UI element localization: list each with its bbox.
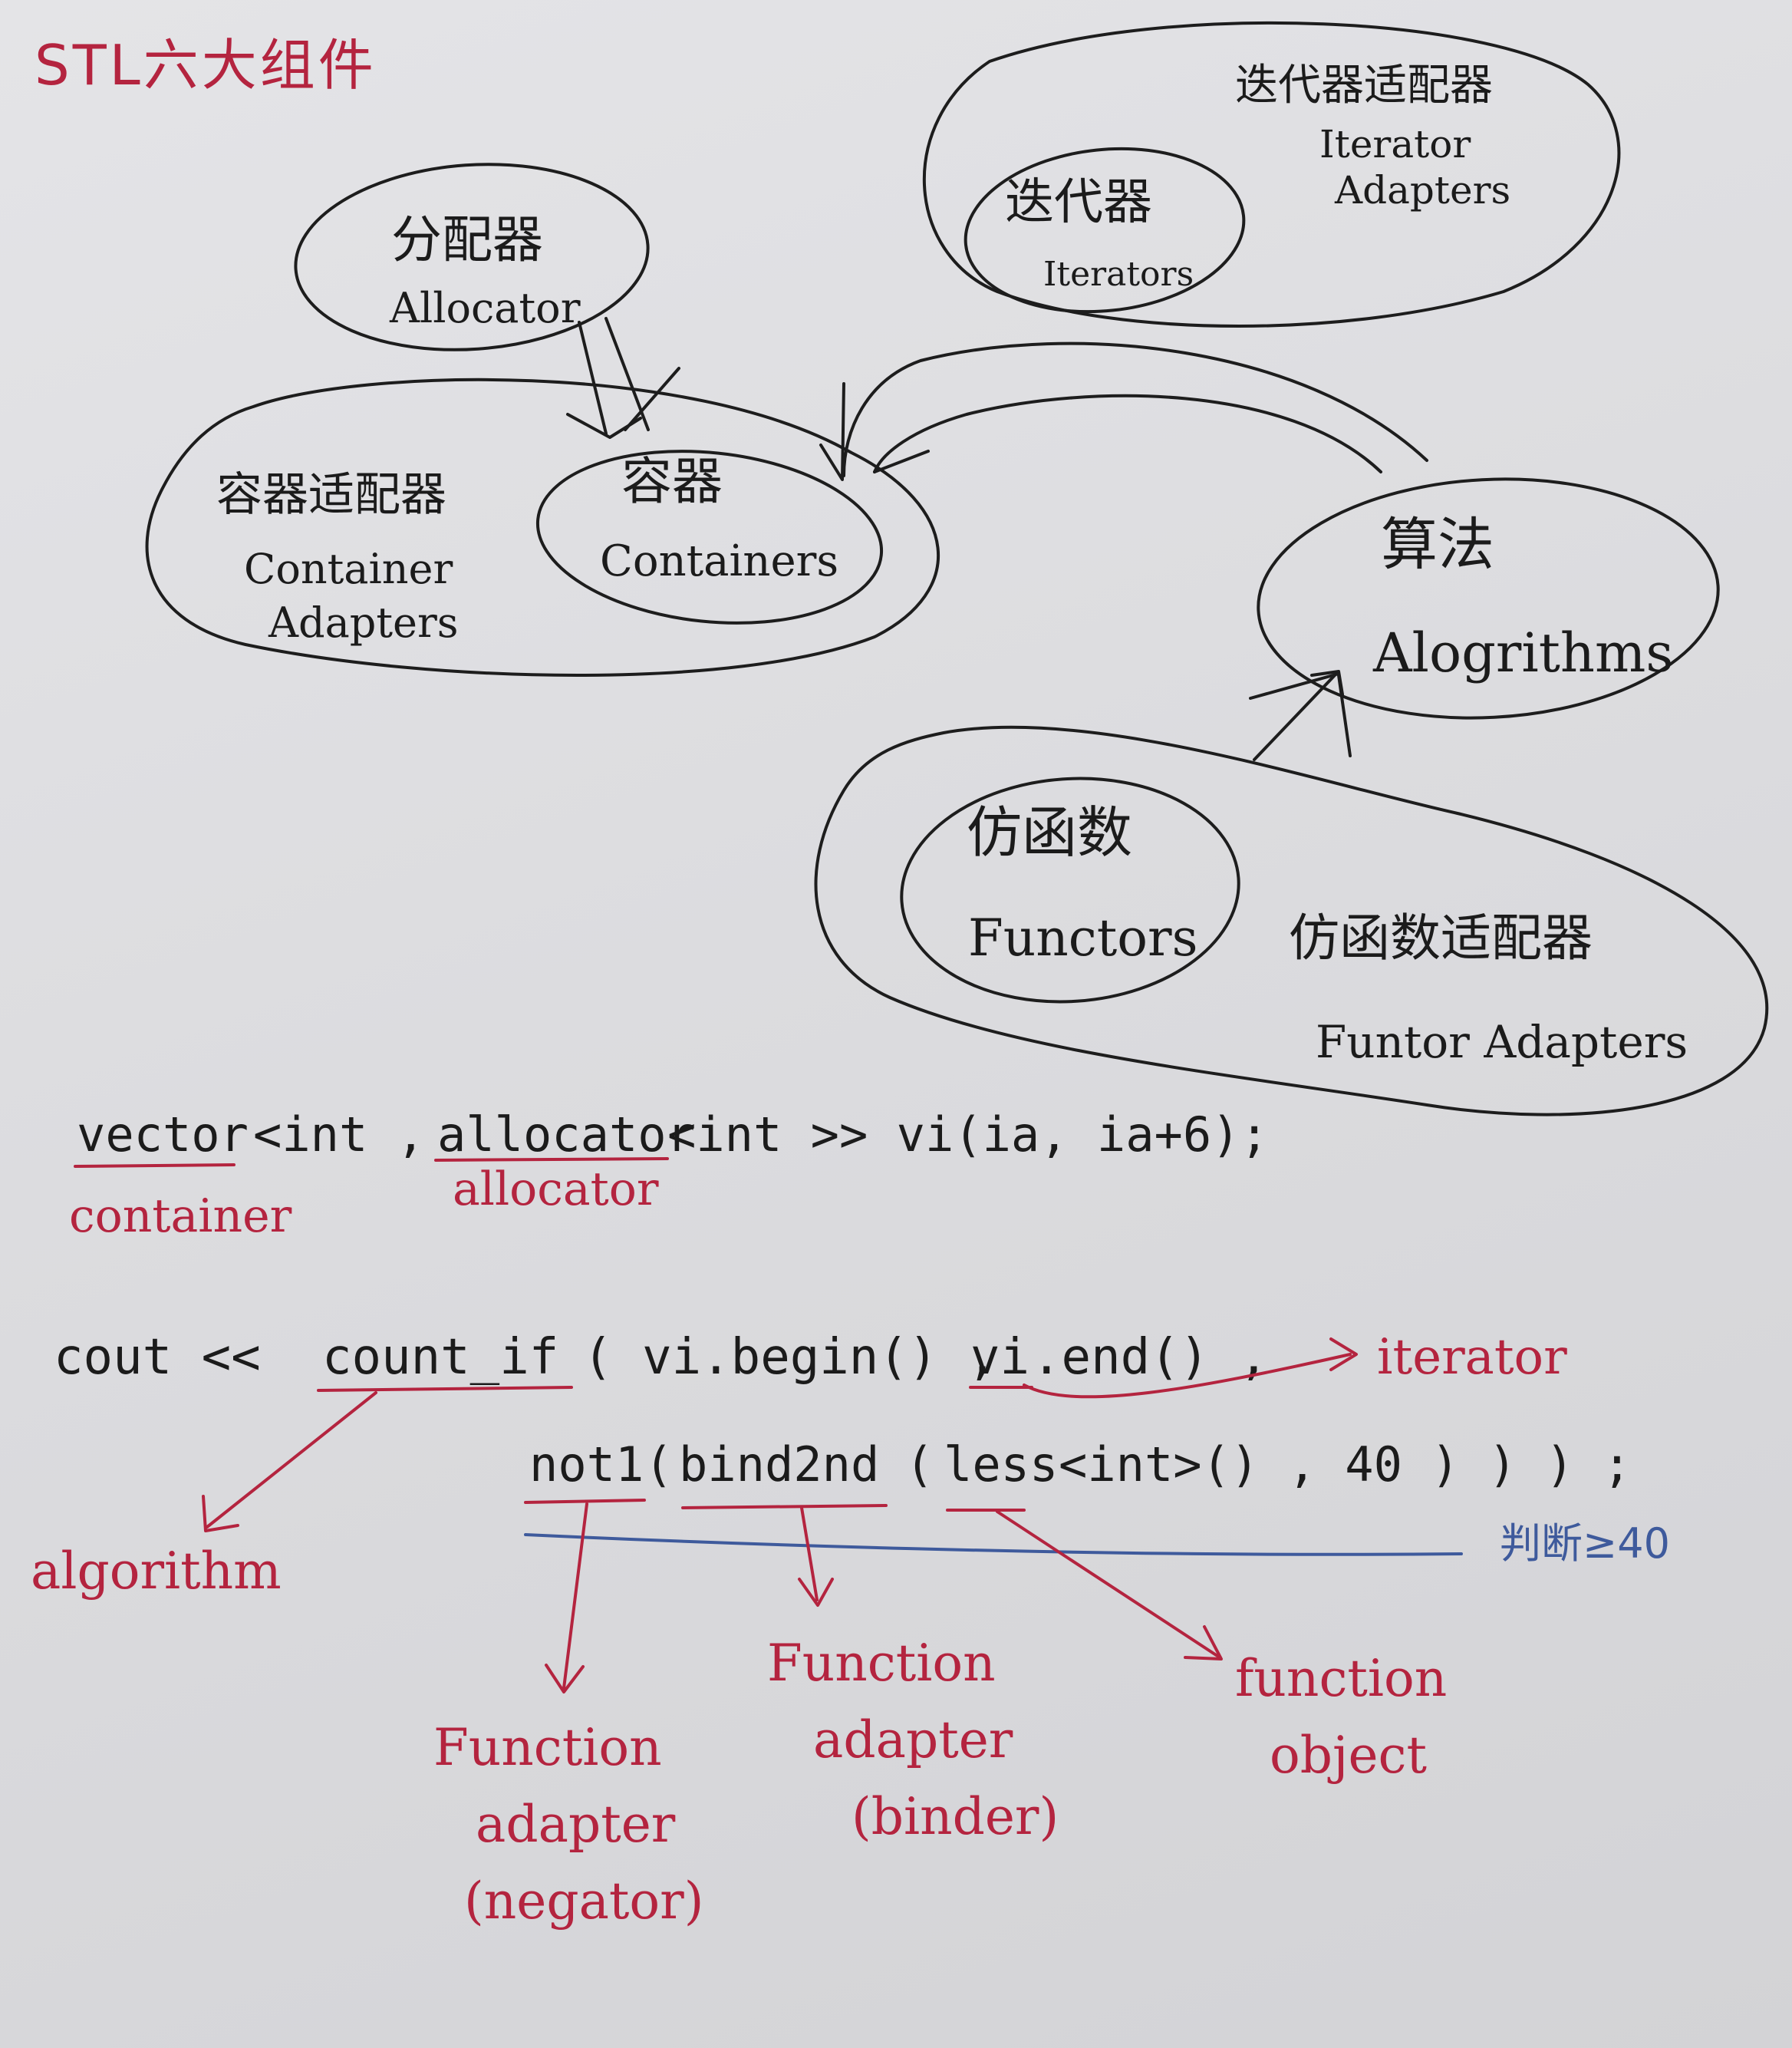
note-iterator: iterator (1377, 1329, 1567, 1386)
allocator-ellipse (294, 163, 650, 351)
negator-annotation: Function adapter (negator) (433, 1502, 703, 1931)
containers-label-en: Containers (600, 536, 838, 586)
container-adapters-ellipse (145, 378, 940, 677)
note-binder-l1: Function (767, 1634, 996, 1693)
allocator-group: 分配器 Allocator (294, 163, 650, 351)
iterator-adapters-label-en2: Adapters (1334, 168, 1510, 213)
code-not1: not1 (529, 1436, 644, 1492)
allocator-to-containers-arrows (566, 317, 680, 439)
functors-label-en: Functors (968, 909, 1197, 968)
code-begin: ( vi.begin() , (583, 1329, 996, 1386)
underline-bind2nd (681, 1504, 888, 1509)
functor-adapters-ellipse (814, 725, 1769, 1116)
note-negator-l2: adapter (476, 1795, 676, 1854)
blue-underline (524, 1533, 1463, 1556)
containers-group: 容器 Containers (535, 450, 884, 625)
note-container: container (69, 1189, 292, 1243)
functor-adapters-group: 仿函数适配器 Funtor Adapters (814, 725, 1769, 1116)
code-vector: vector (77, 1106, 249, 1163)
code-cout: cout << (54, 1329, 261, 1386)
code-allocator: allocator (437, 1106, 695, 1163)
underline-vector (74, 1163, 236, 1168)
underline-allocator (434, 1157, 669, 1162)
iterators-ellipse (964, 147, 1246, 314)
function-object-annotation: function object (996, 1510, 1447, 1785)
code-line1-rest: <int >> vi(ia, ia+6); (667, 1106, 1269, 1163)
code-end: .end() , (1032, 1329, 1268, 1386)
iterators-group: 迭代器 Iterators (964, 147, 1246, 314)
container-adapters-label-zh: 容器适配器 (216, 468, 446, 522)
code-paren1: ( (644, 1436, 673, 1492)
binder-annotation: Function adapter (binder) (767, 1506, 1059, 1846)
code-line-1: vector <int , allocator <int >> vi(ia, i… (69, 1106, 1269, 1243)
algorithms-group: 算法 Alogrithms (1257, 477, 1720, 720)
code-line-3: not1 ( bind2nd ( less <int>() , 40 ) ) )… (524, 1436, 1670, 1568)
underline-not1 (524, 1499, 646, 1504)
iterators-label-zh: 迭代器 (1005, 174, 1152, 231)
algorithms-ellipse (1257, 477, 1720, 720)
functors-to-algorithms-arrows (1249, 670, 1352, 761)
functors-group: 仿函数 Functors (900, 777, 1240, 1004)
page-title: STL六大组件 (35, 33, 377, 97)
containers-label-zh: 容器 (621, 452, 723, 511)
container-adapters-label-en1: Container (244, 545, 453, 593)
code-lt-int: <int , (253, 1106, 425, 1163)
container-adapters-group: 容器适配器 Container Adapters (145, 378, 940, 677)
note-judge: 判断≥40 (1500, 1519, 1670, 1568)
algorithms-label-en: Alogrithms (1372, 622, 1673, 684)
note-binder-l2: adapter (813, 1710, 1013, 1769)
code-count-if: count_if (322, 1329, 558, 1386)
note-algorithm: algorithm (31, 1542, 282, 1601)
arrow-to-iterator (1023, 1353, 1352, 1399)
containers-ellipse (535, 450, 884, 625)
functor-adapters-label-zh: 仿函数适配器 (1289, 909, 1593, 968)
note-negator-l3: (negator) (464, 1872, 703, 1931)
note-fobj-l1: function (1235, 1649, 1447, 1708)
code-line-2: cout << count_if ( vi.begin() , vi .end(… (31, 1329, 1567, 1601)
functors-label-zh: 仿函数 (967, 800, 1132, 865)
note-negator-l1: Function (433, 1718, 662, 1777)
allocator-label-zh: 分配器 (391, 210, 543, 269)
code-bind2nd: bind2nd (679, 1436, 879, 1492)
iterators-label-en: Iterators (1043, 255, 1194, 294)
allocator-label-en: Allocator (389, 284, 581, 332)
algorithms-to-containers-arrows (819, 341, 1428, 481)
iterator-adapters-group: 迭代器适配器 Iterator Adapters (923, 21, 1621, 328)
functors-ellipse (900, 777, 1240, 1004)
code-less: less (944, 1436, 1058, 1492)
algorithms-label-zh: 算法 (1381, 512, 1494, 578)
code-line3-rest: <int>() , 40 ) ) ) ; (1059, 1436, 1632, 1492)
code-paren2: ( (905, 1436, 934, 1492)
note-fobj-l2: object (1270, 1726, 1427, 1785)
code-vi: vi (970, 1329, 1029, 1386)
note-binder-l3: (binder) (852, 1787, 1059, 1846)
underline-count-if (317, 1386, 573, 1392)
container-adapters-label-en2: Adapters (268, 599, 459, 647)
arrow-to-algorithm (206, 1391, 377, 1529)
functor-adapters-label-en: Funtor Adapters (1316, 1016, 1688, 1068)
iterator-adapters-label-zh: 迭代器适配器 (1235, 61, 1493, 110)
note-allocator: allocator (453, 1163, 659, 1216)
iterator-adapters-label-en1: Iterator (1319, 122, 1471, 167)
iterator-adapters-ellipse (923, 21, 1621, 328)
